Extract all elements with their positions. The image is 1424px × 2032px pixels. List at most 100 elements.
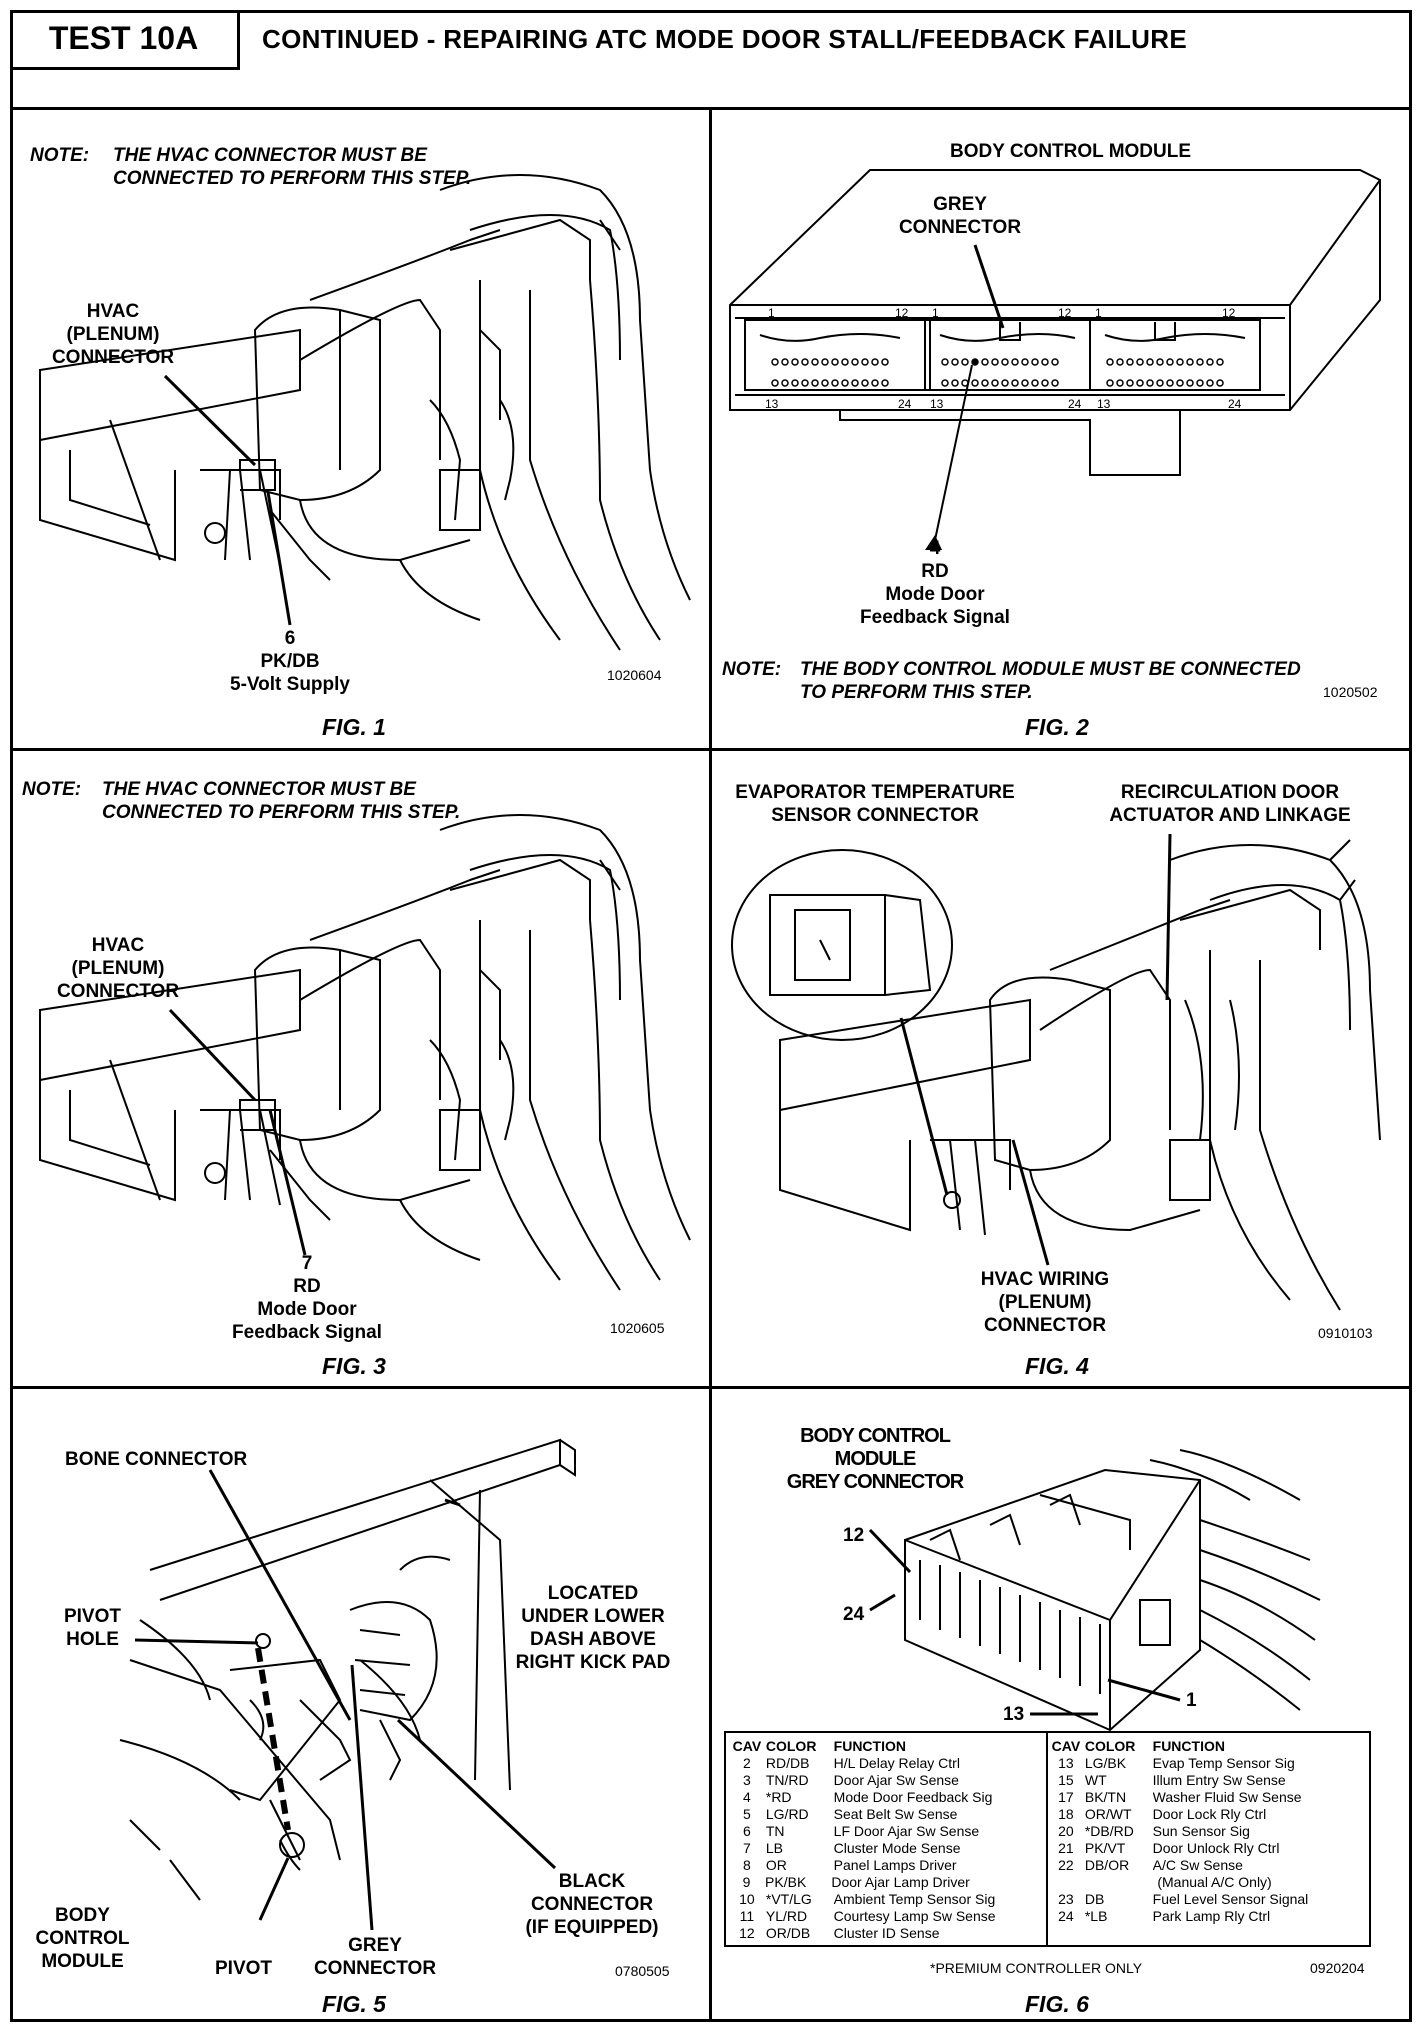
- fig6-pin24-callout: 24: [843, 1604, 865, 1625]
- fig2-pin-24a: 24: [898, 397, 912, 411]
- fig1-dash-illustration: [39, 174, 691, 651]
- fig4-evap-label: EVAPORATOR TEMPERATURE SENSOR CONNECTOR: [735, 782, 1015, 826]
- fig1-connector-label: HVAC (PLENUM) CONNECTOR: [51, 301, 175, 368]
- fig5-black-label: BLACK CONNECTOR (IF EQUIPPED): [525, 1871, 659, 1938]
- fig2-note-prefix: NOTE:: [722, 659, 782, 680]
- fig1-connector-leader: [163, 374, 257, 467]
- fig2-pin-13b: 13: [930, 397, 944, 411]
- fig5-pivot-hole-label: PIVOT HOLE: [63, 1606, 121, 1650]
- fig2-pin-1c: 1: [1095, 306, 1102, 320]
- fig3-note-line1: THE HVAC CONNECTOR MUST BE: [102, 779, 416, 800]
- fig2-arrowhead: [925, 535, 942, 550]
- fig2-connector-leader: [973, 244, 1005, 329]
- fig3-code: 1020605: [610, 1320, 665, 1336]
- fig5-grey-label: GREY CONNECTOR: [313, 1935, 437, 1979]
- fig2-pin-label: 4 RD Mode Door Feedback Signal: [860, 538, 1010, 628]
- fig2-caption: FIG. 2: [1025, 714, 1089, 740]
- fig5-pivot-hole-leader: [134, 1638, 259, 1645]
- fig4-evap-leader: [899, 1017, 949, 1196]
- page-title: CONTINUED - REPAIRING ATC MODE DOOR STAL…: [262, 24, 1187, 54]
- fig5-dash-illustration: [119, 1438, 576, 1901]
- fig5-bcm-label: BODY CONTROL MODULE: [35, 1905, 130, 1972]
- fig2-connector-pins: [771, 358, 1224, 387]
- fig2-pin-24b: 24: [1068, 397, 1082, 411]
- fig2-pin-13a: 13: [765, 397, 779, 411]
- fig2-bcm-illustration: [729, 169, 1381, 476]
- test-label: TEST 10A: [10, 10, 240, 70]
- fig6-code: 0920204: [1310, 1960, 1365, 1976]
- fig2-pin-1b: 1: [932, 306, 939, 320]
- fig6-pin13-callout: 13: [1003, 1704, 1025, 1725]
- fig2-pin-12b: 12: [1058, 306, 1072, 320]
- fig2-pin-12a: 12: [895, 306, 909, 320]
- fig4-code: 0910103: [1318, 1325, 1373, 1341]
- fig4-caption: FIG. 4: [1025, 1353, 1089, 1379]
- fig2-note-line2: TO PERFORM THIS STEP.: [800, 682, 1033, 703]
- fig6-pin24-leader: [869, 1593, 896, 1612]
- fig5-black-leader: [396, 1718, 557, 1870]
- fig4-hvac-leader: [1011, 1139, 1050, 1266]
- fig2-note-line1: THE BODY CONTROL MODULE MUST BE CONNECTE…: [800, 659, 1301, 680]
- fig5-located-label: LOCATED UNDER LOWER DASH ABOVE RIGHT KIC…: [515, 1583, 671, 1673]
- fig5-grey-leader: [350, 1664, 374, 1931]
- fig6-pin12-callout: 12: [843, 1525, 865, 1546]
- fig5-pivot-label: PIVOT: [215, 1958, 273, 1979]
- fig2-title: BODY CONTROL MODULE: [950, 141, 1192, 162]
- fig2-code: 1020502: [1323, 684, 1378, 700]
- fig2-pin-12c: 12: [1222, 306, 1236, 320]
- fig3-connector-leader: [168, 1008, 257, 1102]
- fig3-note-prefix: NOTE:: [22, 779, 82, 800]
- fig3-note-line2: CONNECTED TO PERFORM THIS STEP.: [102, 802, 461, 823]
- fig3-caption: FIG. 3: [322, 1353, 386, 1379]
- fig5-located-leader: [444, 1498, 461, 1507]
- fig5-code: 0780505: [615, 1963, 670, 1979]
- fig6-pin1-callout: 1: [1186, 1690, 1197, 1711]
- fig6-title: BODY CONTROL MODULE GREY CONNECTOR: [786, 1425, 964, 1493]
- fig4-hvac-label: HVAC WIRING (PLENUM) CONNECTOR: [980, 1269, 1110, 1336]
- fig5-caption: FIG. 5: [322, 1991, 386, 2017]
- fig5-pivot-path: [255, 1647, 291, 1831]
- fig6-pin1-leader: [1107, 1678, 1181, 1702]
- fig5-bone-label: BONE CONNECTOR: [65, 1449, 248, 1470]
- fig1-note-line2: CONNECTED TO PERFORM THIS STEP.: [113, 168, 472, 189]
- fig2-pin-24c: 24: [1228, 397, 1242, 411]
- fig1-pin-leader: [266, 491, 292, 626]
- fig6-pin12-leader: [868, 1528, 912, 1574]
- fig2-pin-13c: 13: [1097, 397, 1111, 411]
- fig2-pin-1a: 1: [768, 306, 775, 320]
- fig4-hvac-illustration: [731, 839, 1381, 1311]
- fig5-pivot-leader: [258, 1857, 290, 1921]
- fig6-caption: FIG. 6: [1025, 1991, 1089, 2017]
- fig1-caption: FIG. 1: [322, 714, 386, 740]
- table-header-row: CAV COLOR FUNCTION CAV COLOR FUNCTION: [732, 1738, 1225, 1754]
- fig6-footnote: *PREMIUM CONTROLLER ONLY: [930, 1960, 1143, 1976]
- fig1-code: 1020604: [607, 667, 662, 683]
- fig2-connector-label: GREY CONNECTOR: [898, 194, 1022, 238]
- fig1-note-prefix: NOTE:: [30, 145, 90, 166]
- column-divider: [709, 107, 712, 2022]
- fig1-note-line1: THE HVAC CONNECTOR MUST BE: [113, 145, 427, 166]
- fig1-pin-label: 6 PK/DB 5-Volt Supply: [230, 628, 350, 695]
- fig3-dash-illustration: [39, 814, 691, 1291]
- fig5-bone-leader: [208, 1469, 352, 1721]
- fig2-pin-leader: [934, 364, 973, 541]
- fig4-recirc-leader: [1165, 833, 1172, 1001]
- fig3-connector-label: HVAC (PLENUM) CONNECTOR: [56, 935, 180, 1002]
- fig3-pin-leader: [268, 1109, 307, 1256]
- fig6-connector-illustration: [904, 1449, 1321, 1732]
- fig4-recirc-label: RECIRCULATION DOOR ACTUATOR AND LINKAGE: [1109, 782, 1351, 826]
